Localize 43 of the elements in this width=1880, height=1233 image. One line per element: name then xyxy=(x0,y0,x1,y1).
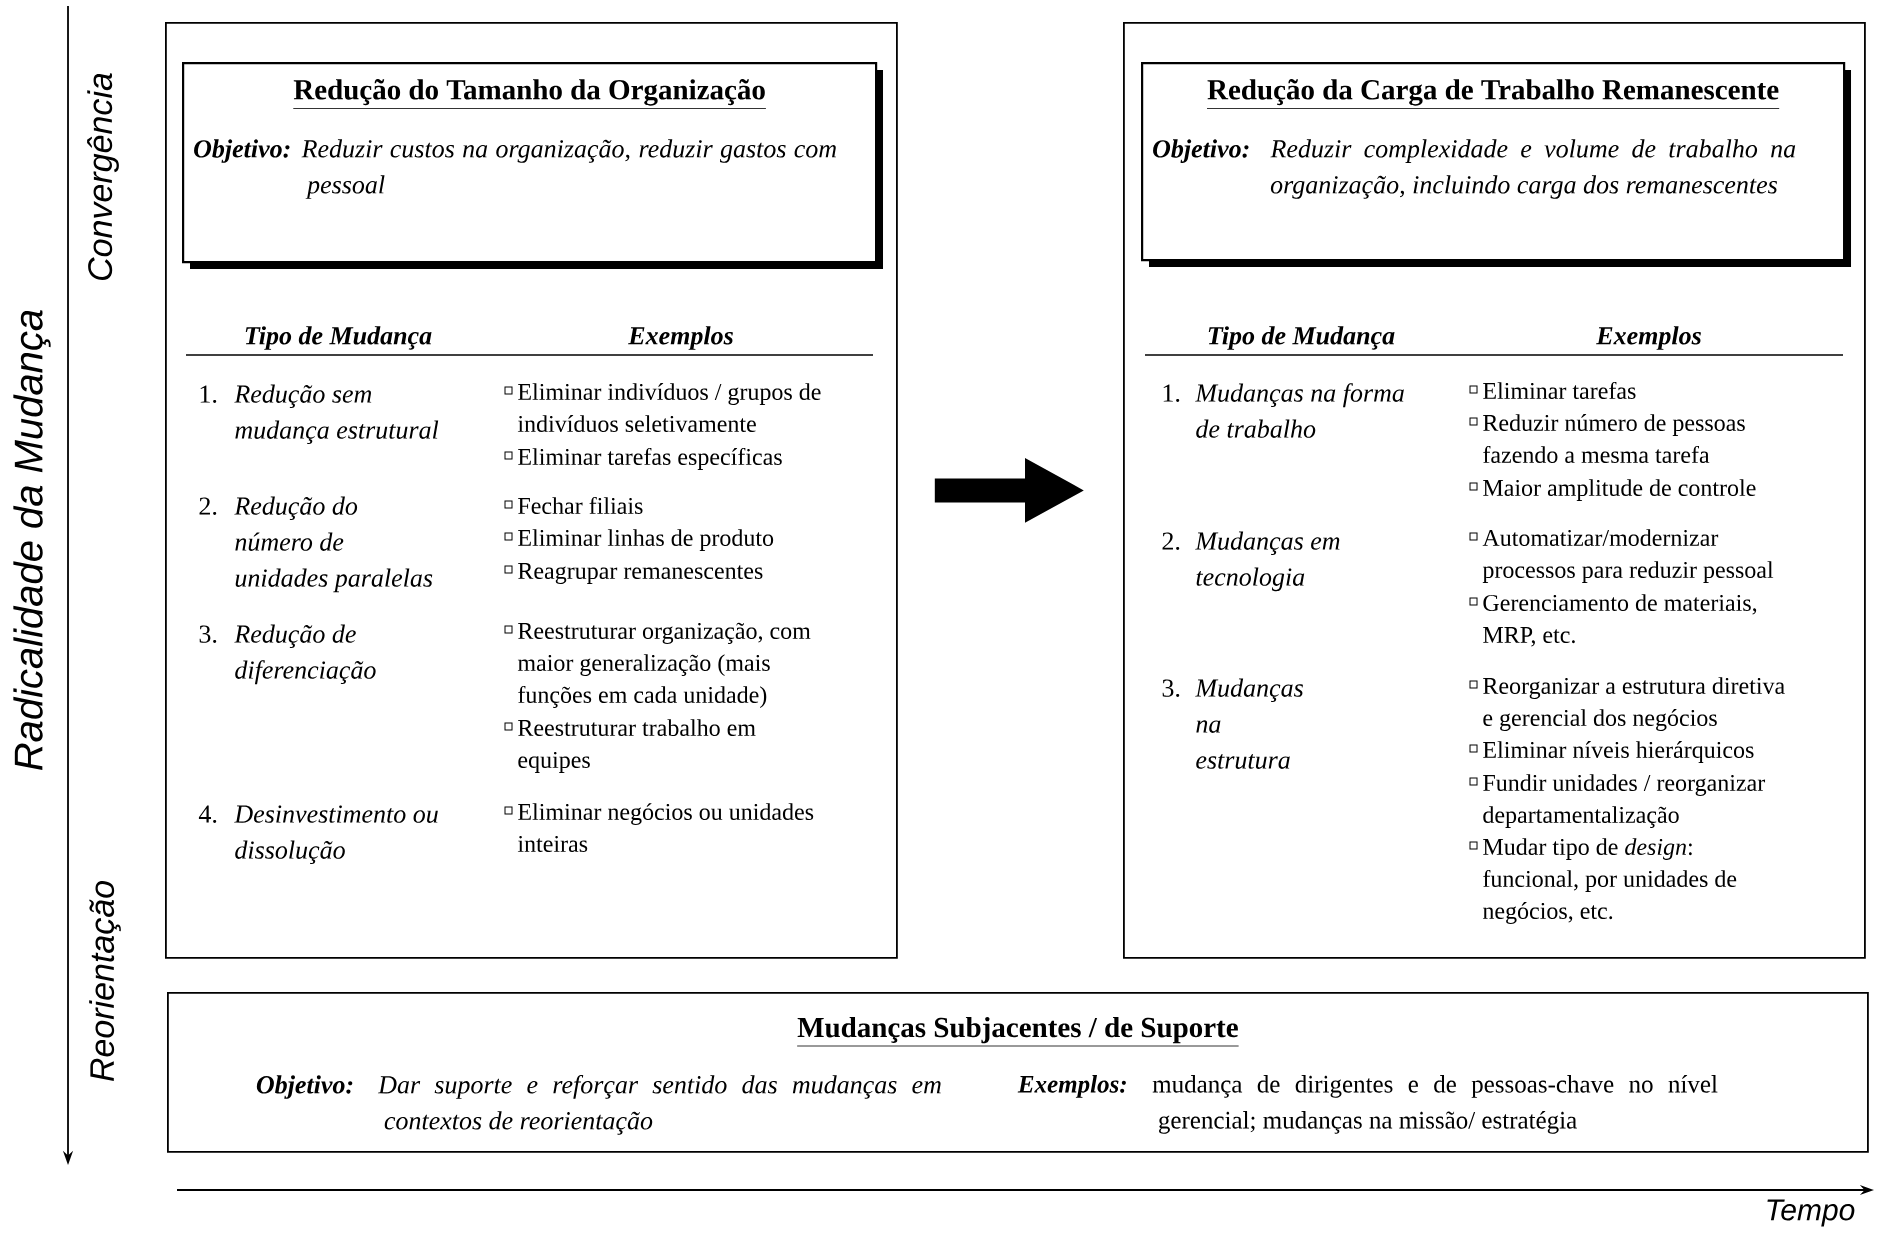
title-box: Redução da Carga de Trabalho Remanescente Objetivo: Reduzir complexidade e volume de trabalho na organização, incluindo carga dos remanescentes xyxy=(1141,62,1851,267)
item-number: 2. xyxy=(1162,532,1180,550)
change-type: Mudanças na estrutura xyxy=(1195,678,1303,769)
panel-box xyxy=(1123,22,1866,959)
item-number: 1. xyxy=(200,385,217,403)
bullet-item: Eliminar níveis hierárquicos xyxy=(1469,741,1754,763)
axis-label: Tempo xyxy=(1767,1199,1855,1227)
bullet-item: Reorganizar a estrutura diretiva e gerencial dos negócios xyxy=(1469,677,1785,731)
change-type: Desinvestimento ou dissolução xyxy=(234,805,438,865)
item-number: 2. xyxy=(199,497,217,515)
bullet-item: Reagrupar remanescentes xyxy=(504,563,763,584)
column-header: Tipo de Mudança xyxy=(245,326,432,350)
item-number: 1. xyxy=(1163,384,1180,402)
bullet-item: Maior amplitude de controle xyxy=(1469,479,1756,501)
title-box: Redução do Tamanho da Organização Objetivo: Reduzir custos na organização, reduzir gastos com pessoal xyxy=(182,62,883,269)
change-type: Redução sem mudança estrutural xyxy=(234,384,439,445)
support-box: Mudanças Subjacentes / de Suporte Objetivo: Dar suporte e reforçar sentido das mudanças em contextos de reorientação Exemplos: mudança de dirigentes e de pessoas-chave no nível gerencial; mudanças na missão/ estratégia xyxy=(167,992,1869,1153)
bullet-item: Eliminar tarefas xyxy=(1469,381,1636,400)
item-number: 4. xyxy=(198,805,217,823)
bullet-item: Reestruturar trabalho em equipes xyxy=(504,719,756,773)
change-type: Mudanças em tecnologia xyxy=(1195,531,1340,592)
bullet-item: Mudar tipo de design: funcional, por unidades de negócios, etc. xyxy=(1469,838,1737,924)
bullet-item: Eliminar negócios ou unidades inteiras xyxy=(504,803,814,853)
item-number: 3. xyxy=(199,625,217,643)
bullet-item: Automatizar/modernizar processos para reduzir pessoal xyxy=(1469,529,1774,583)
axis-label: Convergência xyxy=(87,73,119,280)
bullet-item: Eliminar indivíduos / grupos de indivíduos seletivamente xyxy=(504,383,821,433)
axis-label: Reorientação xyxy=(89,881,121,1082)
item-number: 3. xyxy=(1162,679,1180,697)
column-header: Exemplos xyxy=(1596,326,1701,350)
column-header: Exemplos xyxy=(628,326,733,350)
bullet-item: Gerenciamento de materiais, MRP, etc. xyxy=(1469,594,1757,647)
column-header: Tipo de Mudança xyxy=(1208,326,1395,350)
bullet-item: Reduzir número de pessoas fazendo a mesma tarefa xyxy=(1469,414,1745,464)
change-type: Redução de diferenciação xyxy=(234,624,376,685)
change-type: Mudanças na forma de trabalho xyxy=(1195,383,1404,438)
bullet-item: Eliminar linhas de produto xyxy=(504,529,774,551)
bullet-item: Fechar filiais xyxy=(504,496,643,515)
panel-box xyxy=(165,22,898,959)
bullet-item: Eliminar tarefas específicas xyxy=(504,447,782,470)
change-type: Redução do número de unidades paralelas xyxy=(234,496,433,593)
bullet-item: Reestruturar organização, com maior generalização (mais funções em cada unidade) xyxy=(504,622,811,708)
axis-label: Radicalidade da Mudança xyxy=(13,310,51,771)
